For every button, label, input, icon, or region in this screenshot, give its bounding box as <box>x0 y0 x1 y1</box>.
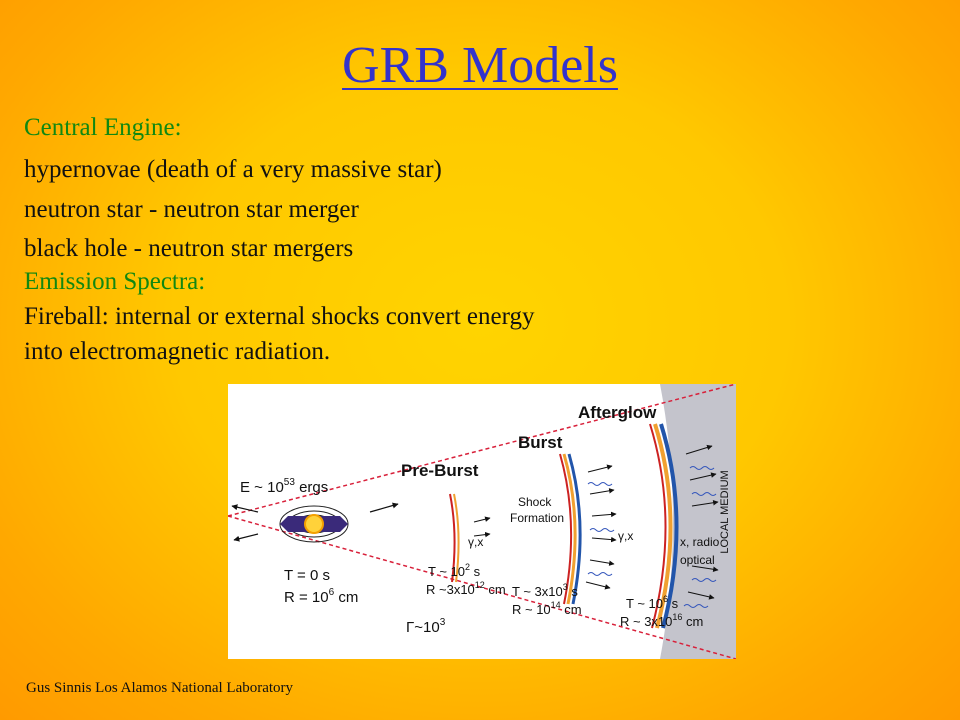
afterglow-t-label: T ~ 106 s <box>626 594 679 611</box>
central-engine-icon <box>231 502 399 543</box>
shock-label-2: Formation <box>510 511 564 525</box>
r0-label: R = 106 cm <box>284 587 358 606</box>
central-engine-heading: Central Engine: <box>24 114 182 141</box>
afterglow-optical-label: optical <box>680 553 715 567</box>
grb-diagram-svg: E ~ 1053 ergs T = 0 s R = 106 cm Pre-Bur… <box>228 384 736 659</box>
afterglow-label: Afterglow <box>578 403 657 422</box>
emission-line-2: into electromagnetic radiation. <box>24 338 331 365</box>
burst-t-label: T ~ 3x103 s <box>512 582 578 599</box>
engine-item-ns-ns: neutron star - neutron star merger <box>24 196 359 223</box>
burst-shell <box>559 453 573 605</box>
afterglow-xradio-label: x, radio <box>680 535 720 549</box>
cone-upper-line <box>228 384 736 517</box>
engine-item-hypernovae: hypernovae (death of a very massive star… <box>24 156 442 183</box>
afterglow-r-label: R ~ 3x1016 cm <box>620 612 703 629</box>
t0-label: T = 0 s <box>284 567 330 584</box>
burst-label: Burst <box>518 433 563 452</box>
gamma-factor-label: Γ~103 <box>406 617 446 636</box>
emission-heading: Emission Spectra: <box>24 268 206 295</box>
preburst-gamma-label: γ,x <box>468 535 483 549</box>
afterglow-shell <box>649 423 667 629</box>
emission-line-1: Fireball: internal or external shocks co… <box>24 303 535 330</box>
local-medium-label: LOCAL MEDIUM <box>719 470 731 553</box>
engine-item-bh-ns: black hole - neutron star mergers <box>24 235 354 262</box>
shock-label-1: Shock <box>518 495 552 509</box>
burst-gamma-label: γ,x <box>618 529 633 543</box>
energy-label: E ~ 1053 ergs <box>240 477 328 496</box>
footer-credit: Gus Sinnis Los Alamos National Laborator… <box>26 680 294 696</box>
preburst-label: Pre-Burst <box>401 461 479 480</box>
cone-lower-line <box>228 515 736 659</box>
wavy-emission-lines <box>587 466 717 608</box>
preburst-r-label: R ~3x1012 cm <box>426 580 506 597</box>
preburst-t-label: T ~ 102 s <box>428 562 481 579</box>
emission-arrows <box>473 444 719 600</box>
preburst-shell <box>449 493 456 583</box>
local-medium-region <box>660 384 736 659</box>
burst-r-label: R ~ 1014 cm <box>512 600 582 617</box>
grb-diagram: E ~ 1053 ergs T = 0 s R = 106 cm Pre-Bur… <box>228 384 736 659</box>
slide-title: GRB Models <box>342 37 618 94</box>
